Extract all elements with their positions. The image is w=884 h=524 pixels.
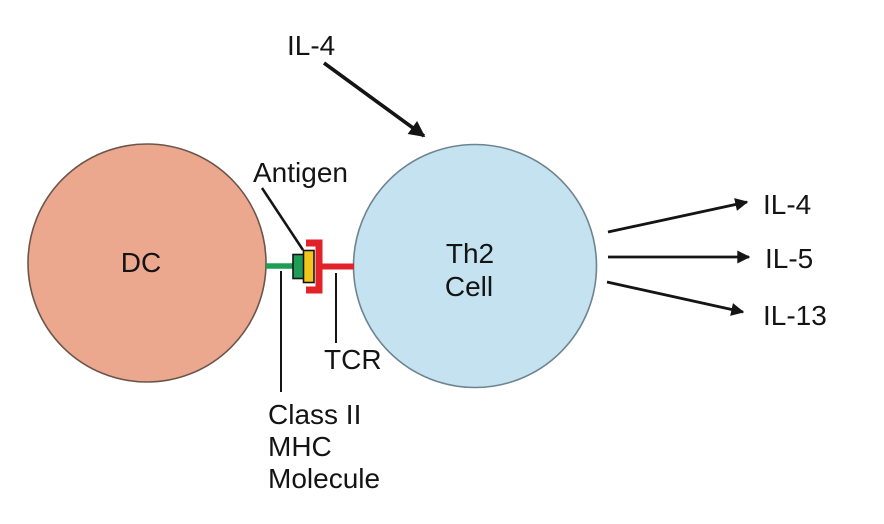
dc-cell-label: DC xyxy=(121,247,161,278)
output-label-il13: IL-13 xyxy=(763,300,827,331)
output-label-il4: IL-4 xyxy=(763,189,811,220)
antigen-rect xyxy=(302,249,315,284)
output-arrow-il4 xyxy=(607,198,749,234)
antigen-label: Antigen xyxy=(253,157,348,188)
mhc-label-line1: Class II xyxy=(268,399,361,430)
il4-input-arrow xyxy=(322,61,426,138)
antigen-pointer-line xyxy=(260,187,305,251)
tcr-label: TCR xyxy=(324,344,382,375)
th2-cell-label-line1: Th2 xyxy=(446,238,494,269)
il4-input-label: IL-4 xyxy=(287,30,335,61)
th2-cell-label-line2: Cell xyxy=(445,271,493,302)
output-label-il5: IL-5 xyxy=(765,243,813,274)
output-arrow-il13 xyxy=(606,280,745,316)
mhc-label-line3: Molecule xyxy=(268,463,380,494)
mhc-label-line2: MHC xyxy=(268,431,332,462)
dc-cell-circle xyxy=(27,143,267,383)
tcr-bracket xyxy=(306,239,323,294)
